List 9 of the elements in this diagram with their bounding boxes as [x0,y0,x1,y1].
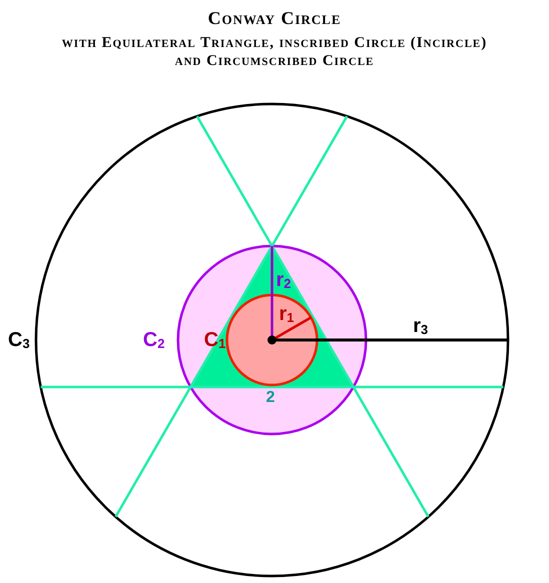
diagram-title: Conway Circle [206,8,342,29]
circle-label: C$_{1}$ [204,330,226,353]
side-length-label: 2 [266,388,275,408]
circle-label: C$_{2}$ [143,330,165,353]
diagram-subtitle: with Equilateral Triangle, inscribed Circle (Incircle) and Circumscribed Circle [60,34,488,70]
radius-label: r$_{2}$ [276,270,292,293]
circle-label: C$_{3}$ [8,330,30,353]
radius-label: r$_{1}$ [279,304,294,327]
radius-label: r$_{3}$ [413,316,428,339]
